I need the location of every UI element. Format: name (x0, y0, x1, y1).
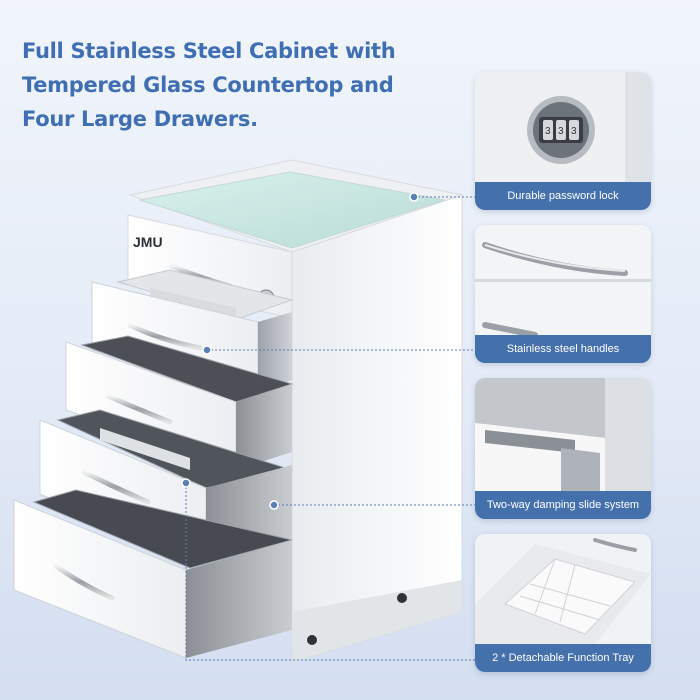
feature-label-tray: 2 * Detachable Function Tray (475, 644, 651, 672)
headline: Full Stainless Steel Cabinet with Temper… (22, 39, 396, 131)
lock-photo: 3 3 3 (475, 72, 651, 182)
svg-text:3: 3 (545, 126, 551, 137)
drawer-2-handle (105, 393, 173, 425)
feature-label-slide: Two-way damping slide system (475, 491, 651, 519)
drawer-1-handle (127, 322, 203, 351)
glass-countertop (139, 171, 446, 249)
tray-photo (475, 534, 651, 644)
drawer-3-handle (81, 469, 151, 505)
caster (397, 593, 407, 603)
feature-panel-lock: 3 3 3 Durable password lock (475, 72, 651, 210)
svg-text:3: 3 (558, 126, 564, 137)
caster (307, 635, 317, 645)
drawer-4-handle (53, 563, 115, 601)
feature-label-lock: Durable password lock (475, 182, 651, 210)
svg-text:3: 3 (571, 126, 577, 137)
feature-panel-slide: Two-way damping slide system (475, 378, 651, 519)
slide-photo (475, 378, 651, 491)
handle-photo (475, 225, 651, 335)
brand-logo: JMU (133, 234, 163, 250)
feature-label-handles: Stainless steel handles (475, 335, 651, 363)
feature-panel-tray: 2 * Detachable Function Tray (475, 534, 651, 672)
feature-panel-handles: Stainless steel handles (475, 225, 651, 363)
